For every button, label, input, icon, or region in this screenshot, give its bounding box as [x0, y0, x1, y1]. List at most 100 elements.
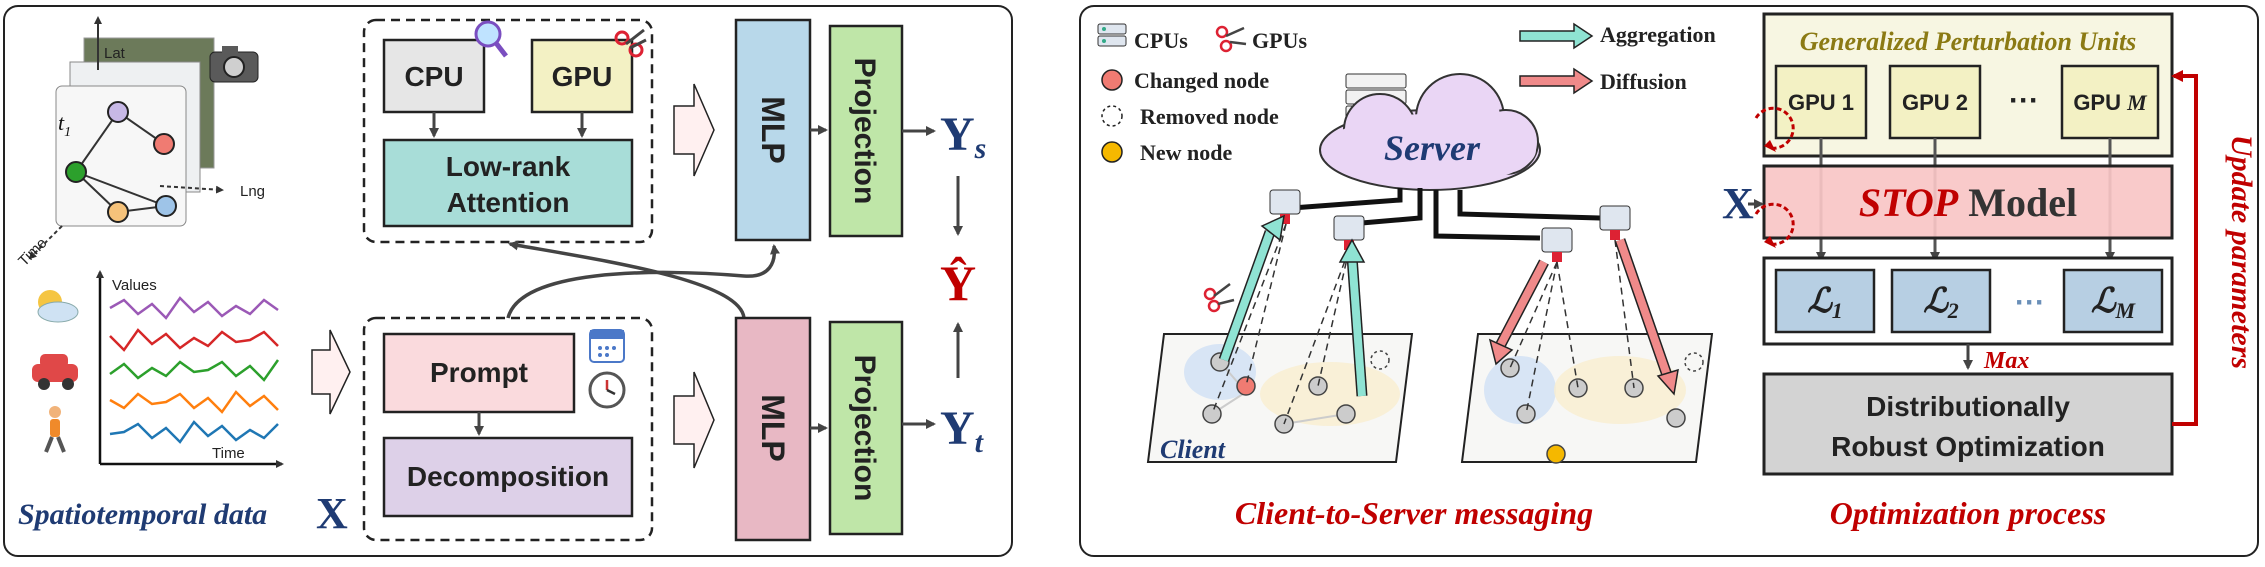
calendar-icon [589, 329, 625, 363]
projection-bottom-box [828, 320, 904, 536]
loss-2-box [1890, 268, 1992, 334]
series-line [109, 296, 279, 320]
weather-icon [37, 290, 79, 323]
graph-node [155, 195, 177, 217]
series-line [109, 328, 279, 352]
aggregation-arrow-swatch [1519, 22, 1594, 50]
dro-line2: Robust Optimization [1831, 431, 2105, 462]
spatiotemporal-caption: Spatiotemporal data [18, 498, 267, 531]
t1-label: t1 [58, 110, 71, 140]
legend: CPUs GPUs Changed node Removed node New … [1097, 22, 1716, 165]
magnifier-icon [474, 20, 508, 58]
legend-cpus: CPUs [1134, 28, 1188, 53]
attention-line2: Attention [447, 187, 570, 218]
series-line [109, 420, 279, 444]
stop-model-label: STOP Model [1859, 180, 2077, 225]
mlp-top-box [734, 18, 812, 242]
decomposition-box [382, 436, 634, 518]
diffusion-arrow-swatch [1519, 67, 1594, 95]
y-t-output: Yt [940, 402, 985, 459]
loss-ellipsis: ··· [2015, 286, 2045, 319]
projection-top-box [828, 24, 904, 238]
y-s-output: Ys [940, 108, 986, 165]
prompt-box [382, 332, 576, 414]
camera-icon [209, 46, 259, 83]
cpu-label: CPU [404, 61, 463, 92]
client-server-node [1269, 189, 1301, 224]
projection-bottom-label: Projection [848, 355, 881, 502]
gpu-2-label: GPU 2 [1902, 90, 1968, 115]
refresh-icon [1754, 202, 1795, 248]
client-plane-right [1460, 333, 1714, 464]
refresh-icon [1754, 106, 1795, 152]
projection-top-label: Projection [848, 58, 881, 205]
prompt-label: Prompt [430, 357, 528, 388]
hollow-arrow [673, 83, 715, 177]
graph-node [107, 201, 129, 223]
car-icon [32, 354, 78, 390]
dro-line1: Distributionally [1866, 391, 2070, 422]
legend-removed-node: Removed node [1140, 104, 1279, 129]
hollow-arrow [673, 371, 715, 469]
optimization-caption: Optimization process [1830, 495, 2106, 531]
time-series-plot: Values Time [96, 270, 284, 468]
changed-node-swatch [1101, 69, 1123, 91]
mlp-bottom-label: MLP [755, 394, 791, 462]
cpu-server-icon [1097, 23, 1127, 47]
pedestrian-icon [44, 406, 66, 453]
attention-line1: Low-rank [446, 151, 571, 182]
server-label: Server [1384, 128, 1481, 168]
series-line [109, 390, 279, 414]
connector-arrow [508, 240, 746, 319]
lng-axis-label: Lng [240, 183, 265, 200]
hardware-group [362, 18, 654, 244]
legend-diffusion: Diffusion [1600, 69, 1687, 94]
stop-model-box [1762, 164, 2174, 240]
lat-axis-label: Lat [104, 45, 126, 62]
legend-aggregation: Aggregation [1600, 22, 1716, 47]
cpu-box [382, 38, 486, 114]
gpu-1-box [1774, 64, 1868, 140]
graph-node [65, 161, 87, 183]
max-label: Max [1983, 348, 2029, 374]
removed-node-swatch [1101, 105, 1123, 127]
gpu-scissors-icon [1215, 25, 1247, 53]
legend-gpus: GPUs [1252, 28, 1307, 53]
scissors-icon [1203, 283, 1235, 313]
mlp-bottom-box [734, 316, 812, 542]
mlp-top-label: MLP [755, 96, 791, 164]
values-axis-label: Values [112, 277, 157, 294]
loss-1-label: ℒ1 [1807, 283, 1843, 323]
scissors-icon [614, 28, 647, 58]
gpu-ellipsis: ··· [2009, 84, 2039, 117]
graph-node [107, 101, 129, 123]
client-links [1211, 223, 1635, 425]
graph-node [153, 133, 175, 155]
loss-m-box [2062, 268, 2164, 334]
input-x-label: X [316, 489, 348, 538]
client-server-node [1599, 205, 1631, 240]
gpu-label: GPU [552, 61, 613, 92]
low-rank-attention-box [382, 138, 634, 228]
hollow-arrow [311, 329, 351, 415]
clock-icon [588, 371, 626, 409]
legend-changed-node: Changed node [1134, 68, 1269, 93]
map-stack: Lat Lng Time t1 [15, 16, 265, 270]
y-hat-output: Ŷ [940, 255, 976, 311]
loss-2-label: ℒ2 [1923, 283, 1959, 323]
series-time-axis-label: Time [212, 445, 245, 462]
update-loop-arrow [2171, 70, 2198, 426]
server-cloud [1319, 73, 1541, 191]
legend-new-node: New node [1140, 140, 1233, 165]
gpu-1-label: GPU 1 [1788, 90, 1854, 115]
loss-m-label: ℒM [2091, 283, 2137, 323]
messaging-caption: Client-to-Server messaging [1235, 495, 1593, 531]
new-node-swatch [1101, 141, 1123, 163]
decomposition-group [362, 316, 654, 542]
decomposition-label: Decomposition [407, 461, 609, 492]
loss-1-box [1774, 268, 1876, 334]
gpu-m-label: GPU M [2073, 90, 2148, 115]
client-server-node [1541, 227, 1573, 262]
connector-arrow [506, 244, 780, 319]
